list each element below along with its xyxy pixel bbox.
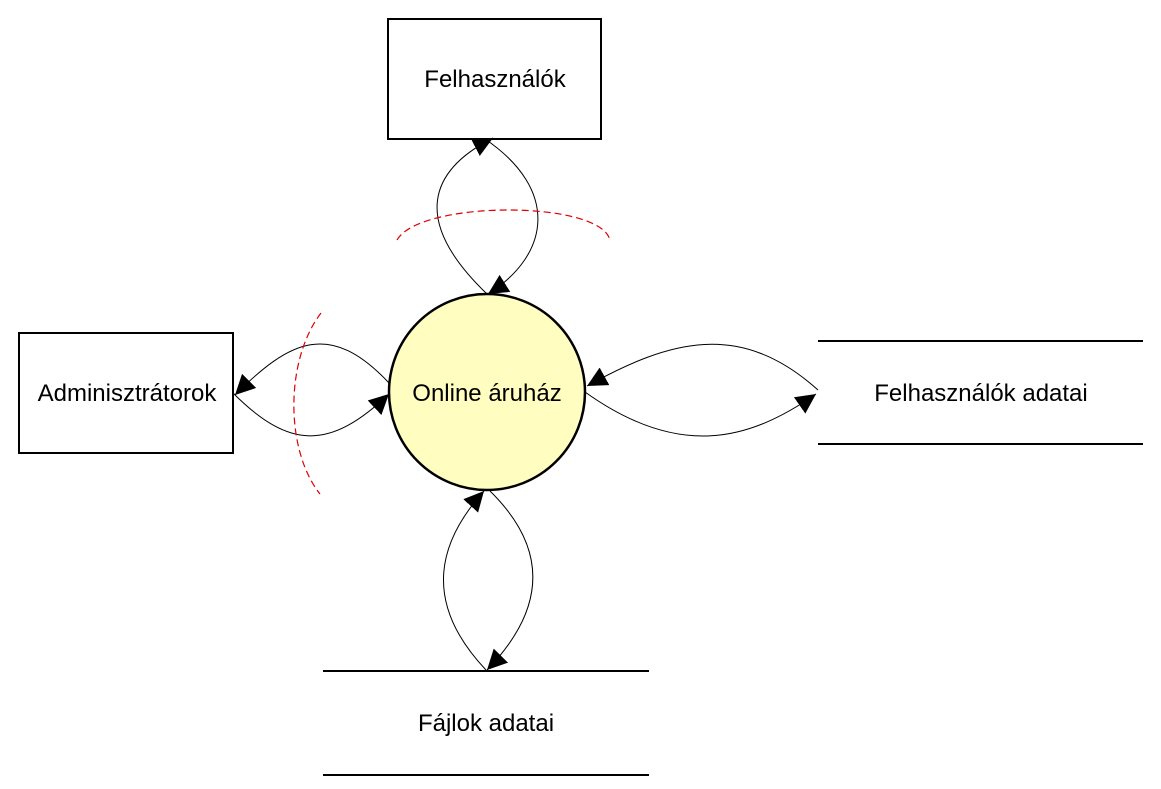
entity-users[interactable]: Felhasználók <box>387 18 602 140</box>
boundary-arc-top <box>396 209 611 241</box>
entity-users-box <box>387 18 602 140</box>
entity-users-label: Felhasználók <box>424 66 566 93</box>
flow-userdata-to-process[interactable] <box>586 343 819 391</box>
process-label: Online áruház <box>412 380 561 407</box>
flow-process-to-users[interactable] <box>436 137 494 295</box>
flow-users-to-process[interactable] <box>484 138 539 295</box>
boundary-arc-left <box>293 312 322 495</box>
flow-process-to-filedata[interactable] <box>486 490 534 671</box>
flow-process-to-userdata[interactable] <box>584 391 817 437</box>
store-file-data-label: Fájlok adatai <box>418 710 554 737</box>
flow-admins-to-process[interactable] <box>232 392 390 437</box>
process-online-shop[interactable]: Online áruház <box>387 292 587 492</box>
store-user-data[interactable]: Felhasználók adatai <box>818 340 1143 445</box>
entity-admins-label: Adminisztrátorok <box>38 380 218 407</box>
store-user-data-label: Felhasználók adatai <box>874 380 1087 407</box>
entity-admins-box <box>18 332 234 454</box>
flow-filedata-to-process[interactable] <box>443 490 487 671</box>
flow-process-to-admins[interactable] <box>234 343 390 396</box>
store-file-data[interactable]: Fájlok adatai <box>323 670 649 776</box>
entity-admins[interactable]: Adminisztrátorok <box>18 332 234 454</box>
